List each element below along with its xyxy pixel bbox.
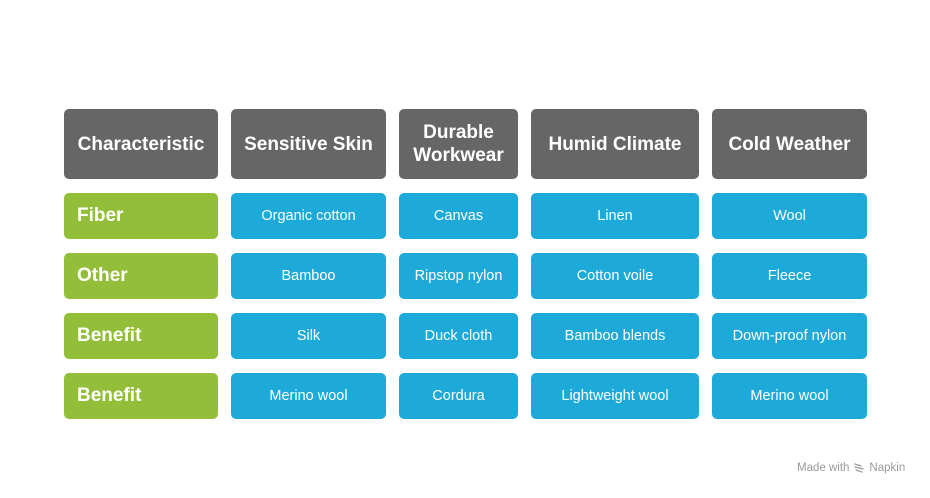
- header-humid-climate: Humid Climate: [531, 109, 699, 179]
- table-cell: Wool: [712, 193, 867, 239]
- header-durable-workwear: Durable Workwear: [399, 109, 518, 179]
- table-cell: Fleece: [712, 253, 867, 299]
- table-cell: Organic cotton: [231, 193, 386, 239]
- table-cell: Bamboo blends: [531, 313, 699, 359]
- header-sensitive-skin: Sensitive Skin: [231, 109, 386, 179]
- header-cold-weather: Cold Weather: [712, 109, 867, 179]
- table-cell: Down-proof nylon: [712, 313, 867, 359]
- row-label: Benefit: [64, 313, 218, 359]
- table-cell: Merino wool: [231, 373, 386, 419]
- made-with-text: Made with: [797, 462, 850, 474]
- napkin-logo-icon: [854, 463, 865, 473]
- table-cell: Merino wool: [712, 373, 867, 419]
- napkin-brand-text: Napkin: [869, 462, 906, 474]
- table-cell: Cotton voile: [531, 253, 699, 299]
- table-cell: Silk: [231, 313, 386, 359]
- made-with-napkin-footer: Made with Napkin: [797, 462, 905, 474]
- table-cell: Lightweight wool: [531, 373, 699, 419]
- row-label: Benefit: [64, 373, 218, 419]
- row-label: Fiber: [64, 193, 218, 239]
- table-cell: Bamboo: [231, 253, 386, 299]
- table-cell: Linen: [531, 193, 699, 239]
- row-label: Other: [64, 253, 218, 299]
- table-cell: Ripstop nylon: [399, 253, 518, 299]
- table-cell: Duck cloth: [399, 313, 518, 359]
- table-cell: Cordura: [399, 373, 518, 419]
- table-cell: Canvas: [399, 193, 518, 239]
- header-characteristic: Characteristic: [64, 109, 218, 179]
- comparison-table: Characteristic Sensitive Skin Durable Wo…: [64, 109, 867, 419]
